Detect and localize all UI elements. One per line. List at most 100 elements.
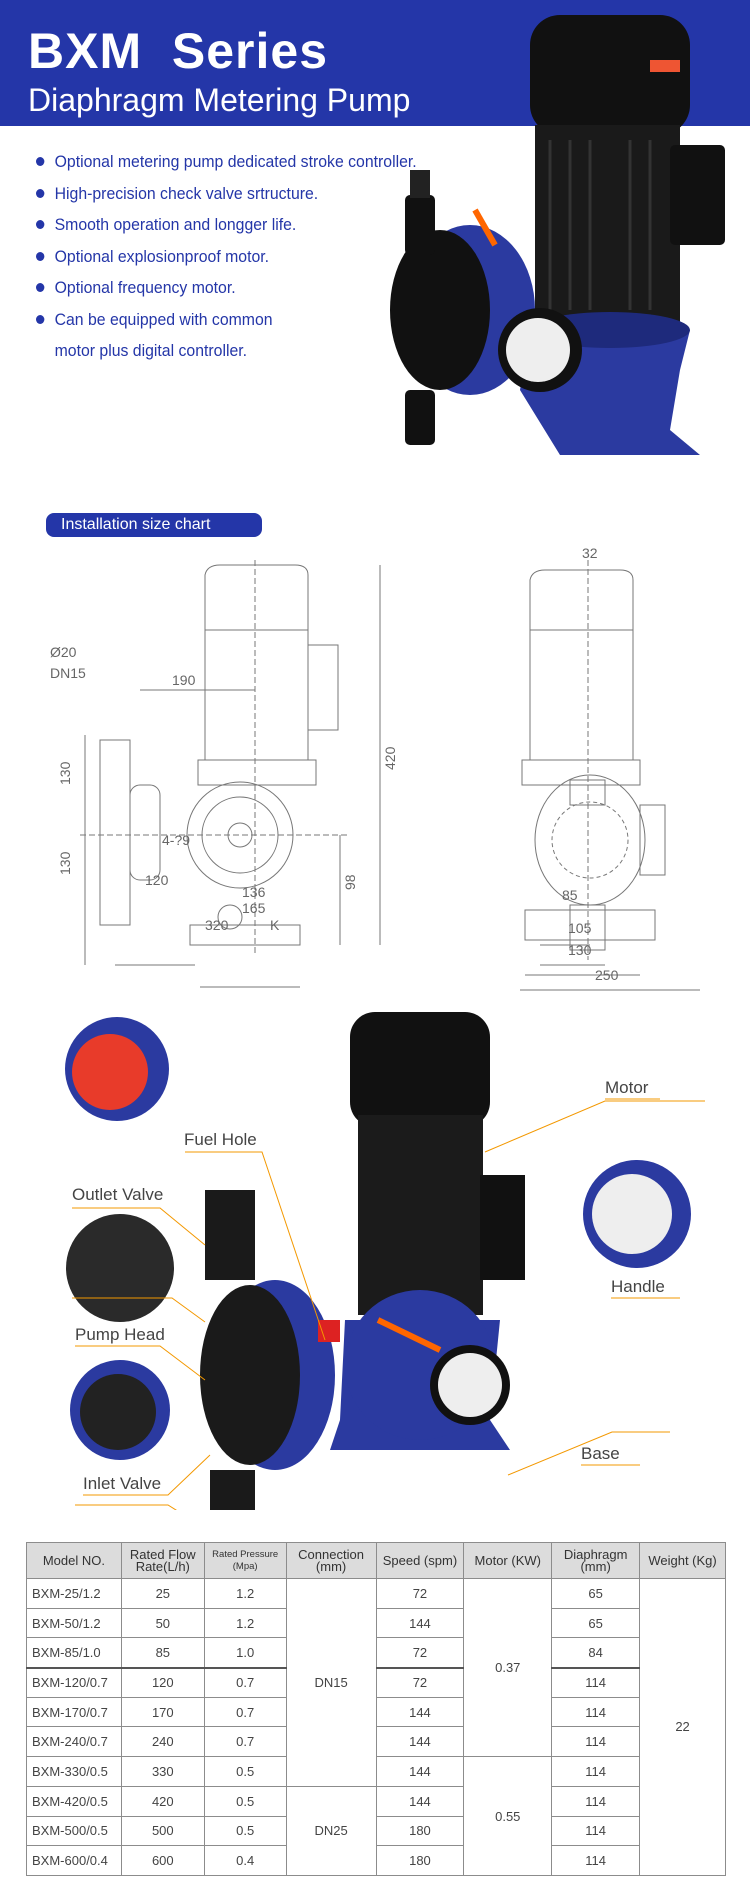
cell-speed: 144: [375, 1607, 465, 1639]
cell-flow: 85: [120, 1637, 205, 1669]
page-subtitle: Diaphragm Metering Pump: [28, 82, 411, 118]
cell-flow: 25: [120, 1578, 205, 1609]
cell-diaphragm: 114: [551, 1666, 641, 1698]
col-connection: Connection (mm): [285, 1542, 377, 1579]
col-model: Model NO.: [26, 1542, 122, 1579]
feature-text: Optional metering pump dedicated stroke …: [54, 152, 417, 171]
dim-320: 320: [205, 917, 229, 933]
cell-model: BXM-25/1.2: [26, 1578, 122, 1609]
cell-diaphragm: 114: [551, 1726, 641, 1758]
feature-text: Smooth operation and longger life.: [54, 215, 297, 234]
cell-pressure: 0.5: [203, 1785, 287, 1817]
callout-fuel-hole: Fuel Hole: [184, 1130, 257, 1149]
dim-130: 130: [568, 942, 592, 958]
cell-flow: 600: [120, 1845, 205, 1876]
pump-head-detail-image: [66, 1214, 174, 1322]
dim-98: 98: [342, 874, 358, 890]
cell-diaphragm: 65: [551, 1607, 641, 1639]
dim-holes: 4-?9: [162, 832, 190, 848]
cell-pressure: 0.7: [203, 1666, 287, 1698]
page-title: BXM Series: [28, 23, 329, 79]
installation-size-chart-label: Installation size chart: [46, 513, 262, 537]
dim-85: 85: [562, 887, 578, 903]
cell-model: BXM-600/0.4: [26, 1845, 122, 1876]
dim-250: 250: [595, 967, 619, 983]
feature-text: Optional explosionproof motor.: [54, 246, 270, 266]
cell-diaphragm: 114: [551, 1845, 641, 1876]
col-speed: Speed (spm): [375, 1542, 465, 1579]
feature-text: motor plus digital controller.: [54, 341, 248, 360]
callout-inlet-valve: Inlet Valve: [83, 1474, 161, 1493]
cell-model: BXM-170/0.7: [26, 1696, 122, 1728]
col-pressure: Rated Pressure (Mpa): [203, 1542, 287, 1579]
dim-105: 105: [568, 920, 592, 936]
cell-model: BXM-85/1.0: [26, 1637, 122, 1669]
feature-list: Optional metering pump dedicated stroke …: [36, 146, 476, 367]
bullet-icon: [36, 220, 45, 229]
cell-weight: 22: [639, 1578, 726, 1876]
cell-diaphragm: 84: [551, 1637, 641, 1669]
cell-model: BXM-330/0.5: [26, 1756, 122, 1787]
table-header-row: Model NO. Rated Flow Rate(L/h) Rated Pre…: [26, 1542, 726, 1579]
spec-table: Model NO. Rated Flow Rate(L/h) Rated Pre…: [26, 1542, 726, 1876]
cell-model: BXM-420/0.5: [26, 1785, 122, 1817]
cell-speed: 144: [375, 1726, 465, 1758]
cell-diaphragm: 114: [551, 1815, 641, 1847]
dim-190: 190: [172, 672, 196, 688]
cell-speed: 144: [375, 1785, 465, 1817]
pump-product-image: [390, 15, 725, 455]
cell-model: BXM-500/0.5: [26, 1815, 122, 1847]
feature-item: Optional explosionproof motor.: [36, 241, 445, 273]
callout-motor: Motor: [605, 1078, 649, 1097]
callout-pump-head: Pump Head: [75, 1325, 165, 1344]
cell-flow: 330: [120, 1756, 205, 1787]
dim-136: 136: [242, 884, 266, 900]
cell-pressure: 1.2: [203, 1578, 287, 1609]
cell-model: BXM-120/0.7: [26, 1666, 122, 1698]
col-flow: Rated Flow Rate(L/h): [120, 1542, 205, 1579]
callout-handle: Handle: [611, 1277, 665, 1296]
bullet-icon: [36, 314, 45, 324]
cell-speed: 180: [375, 1845, 465, 1876]
feature-item: Optional frequency motor.: [36, 272, 445, 304]
cell-motor: 0.37: [463, 1577, 553, 1758]
feature-text: Optional frequency motor.: [54, 278, 236, 297]
feature-text: High-precision check valve srtructure.: [54, 183, 319, 203]
cell-flow: 420: [120, 1785, 205, 1817]
cell-pressure: 0.5: [203, 1815, 287, 1847]
dim-32: 32: [582, 545, 598, 561]
bullet-icon: [36, 251, 45, 261]
col-weight: Weight (Kg): [639, 1542, 726, 1579]
cell-diaphragm: 65: [551, 1578, 641, 1609]
cell-flow: 120: [120, 1666, 205, 1698]
cell-flow: 170: [120, 1696, 205, 1728]
col-diaphragm: Diaphragm (mm): [551, 1542, 641, 1579]
cell-pressure: 1.2: [203, 1607, 287, 1639]
pump-parts-diagram: Motor Fuel Hole Outlet Valve Pump Head H…: [65, 1012, 705, 1510]
dim-130-bottom: 130: [57, 851, 73, 875]
col-motor: Motor (KW): [463, 1542, 553, 1579]
dim-k: K: [270, 917, 280, 933]
cell-flow: 50: [120, 1607, 205, 1639]
callout-base: Base: [581, 1444, 620, 1463]
cell-pressure: 0.4: [203, 1845, 287, 1876]
cell-connection: DN25: [285, 1785, 377, 1876]
cell-connection: DN15: [285, 1578, 377, 1787]
dim-420: 420: [382, 746, 398, 770]
cell-diaphragm: 114: [551, 1785, 641, 1817]
cell-speed: 72: [375, 1578, 465, 1609]
callout-outlet-valve: Outlet Valve: [72, 1185, 163, 1204]
cell-flow: 240: [120, 1726, 205, 1758]
dim-130-top: 130: [57, 761, 73, 785]
cell-speed: 144: [375, 1756, 465, 1787]
dim-165: 165: [242, 900, 266, 916]
